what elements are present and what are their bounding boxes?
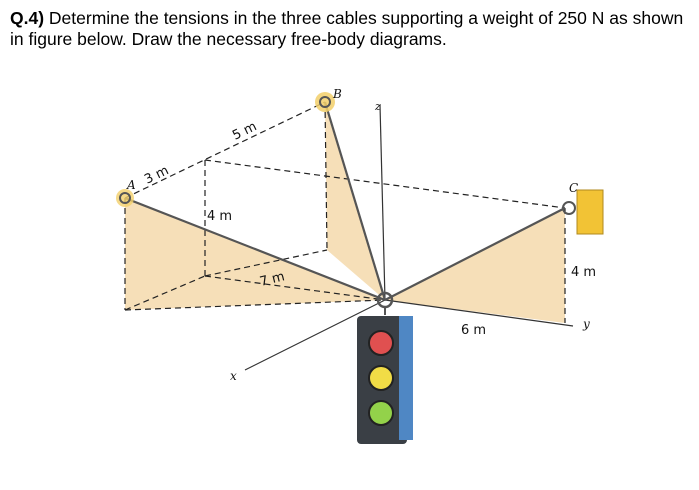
plane-right — [385, 208, 565, 323]
wall-plate-c — [576, 189, 604, 235]
axes — [244, 104, 574, 371]
dim-7m: 7 m — [258, 269, 286, 290]
dim-3m: 3 m — [142, 163, 171, 187]
question-body: Determine the tensions in the three cabl… — [10, 8, 684, 49]
eyebolt-c — [562, 201, 576, 215]
label-axis-x: x — [230, 369, 237, 383]
question-number: Q.4) — [10, 8, 45, 28]
label-point-c: C — [569, 181, 578, 195]
dim-6m: 6 m — [461, 323, 486, 338]
dim-4m-left: 4 m — [207, 209, 232, 224]
light-green — [368, 400, 394, 426]
traffic-signal — [357, 307, 413, 444]
eyebolt-b — [315, 92, 335, 112]
label-point-b: B — [332, 87, 342, 101]
label-axis-y: y — [582, 317, 590, 331]
cables — [124, 101, 566, 302]
light-red — [368, 330, 394, 356]
dashed-lines — [124, 101, 566, 323]
dim-4m-right: 4 m — [571, 265, 596, 280]
eyebolt-a — [116, 189, 134, 207]
label-axis-z: z — [374, 100, 381, 113]
cable-tension-figure: B A C z x y 5 m 3 m 4 m 7 m 6 m 4 m — [95, 80, 615, 460]
light-yellow — [368, 365, 394, 391]
label-point-a: A — [126, 178, 136, 192]
figure-svg: B A C z x y 5 m 3 m 4 m 7 m 6 m 4 m — [116, 87, 604, 444]
question-text: Q.4) Determine the tensions in the three… — [10, 8, 690, 50]
